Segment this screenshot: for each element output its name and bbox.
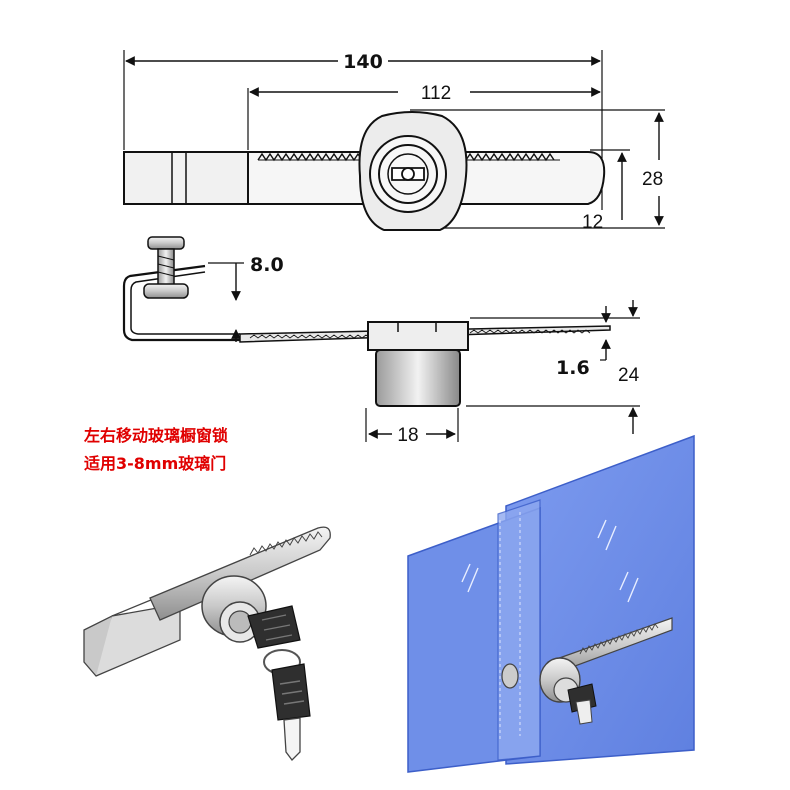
bracket-knob [501,663,519,689]
dim-rack-length: 112 [421,83,451,104]
installed-illustration [407,434,695,773]
dim-bracket-gap: 8.0 [250,254,284,276]
dim-plate-thickness: 1.6 [556,357,590,379]
caption-title: 左右移动玻璃橱窗锁 [83,426,228,445]
dim-overall-length: 140 [343,51,383,73]
dim-body-depth: 24 [618,365,640,386]
product-illustration [83,526,331,761]
caption-subtitle: 适用3-8mm玻璃门 [84,454,226,473]
dim-offset: 12 [582,212,603,233]
dim-body-width: 18 [397,425,418,446]
rack-teeth [257,152,379,162]
rack-bar-3d [149,526,331,621]
side-view-drawing: 8.0 1.6 24 18 [122,236,640,446]
dim-height: 28 [642,169,663,190]
key-icon [247,605,301,649]
lock-cylinder-side [375,349,461,407]
screw-nut [143,283,189,299]
side-bracket [122,264,240,342]
screw-head [147,236,185,250]
top-view-drawing: 140 112 28 12 [123,50,665,233]
lock-body-side [367,321,469,351]
